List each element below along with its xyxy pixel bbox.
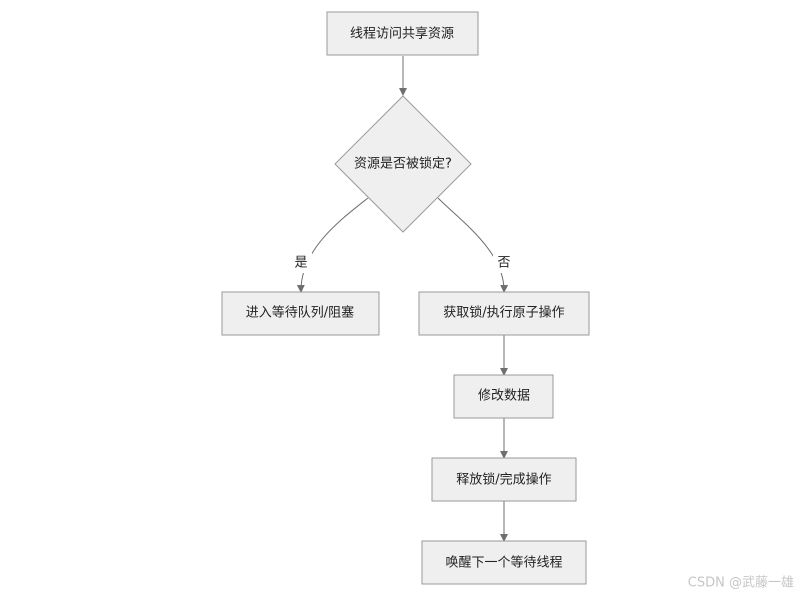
node-release-label: 释放锁/完成操作 (456, 472, 551, 488)
edge-label-no: 否 (497, 256, 510, 271)
node-acquire-label: 获取锁/执行原子操作 (443, 305, 564, 321)
edge-label-yes-bg (290, 253, 312, 273)
watermark: CSDN @武藤一雄 (688, 576, 794, 591)
edge-decision-no (437, 197, 509, 293)
node-start-label: 线程访问共享资源 (350, 26, 454, 42)
node-decision-label: 资源是否被锁定? (354, 156, 452, 172)
node-wait: 进入等待队列/阻塞 (221, 291, 380, 336)
node-wait-label: 进入等待队列/阻塞 (246, 305, 354, 321)
node-acquire: 获取锁/执行原子操作 (418, 291, 590, 336)
node-modify-label: 修改数据 (478, 389, 530, 404)
node-modify: 修改数据 (453, 374, 554, 419)
node-start: 线程访问共享资源 (326, 11, 479, 56)
node-wake: 唤醒下一个等待线程 (421, 540, 587, 585)
node-wake-label: 唤醒下一个等待线程 (445, 555, 562, 571)
node-release: 释放锁/完成操作 (431, 457, 577, 502)
edge-label-no-bg (493, 253, 515, 273)
node-decision: 资源是否被锁定? (334, 95, 472, 233)
edge-label-yes: 是 (294, 256, 307, 271)
edge-decision-yes (296, 197, 369, 293)
